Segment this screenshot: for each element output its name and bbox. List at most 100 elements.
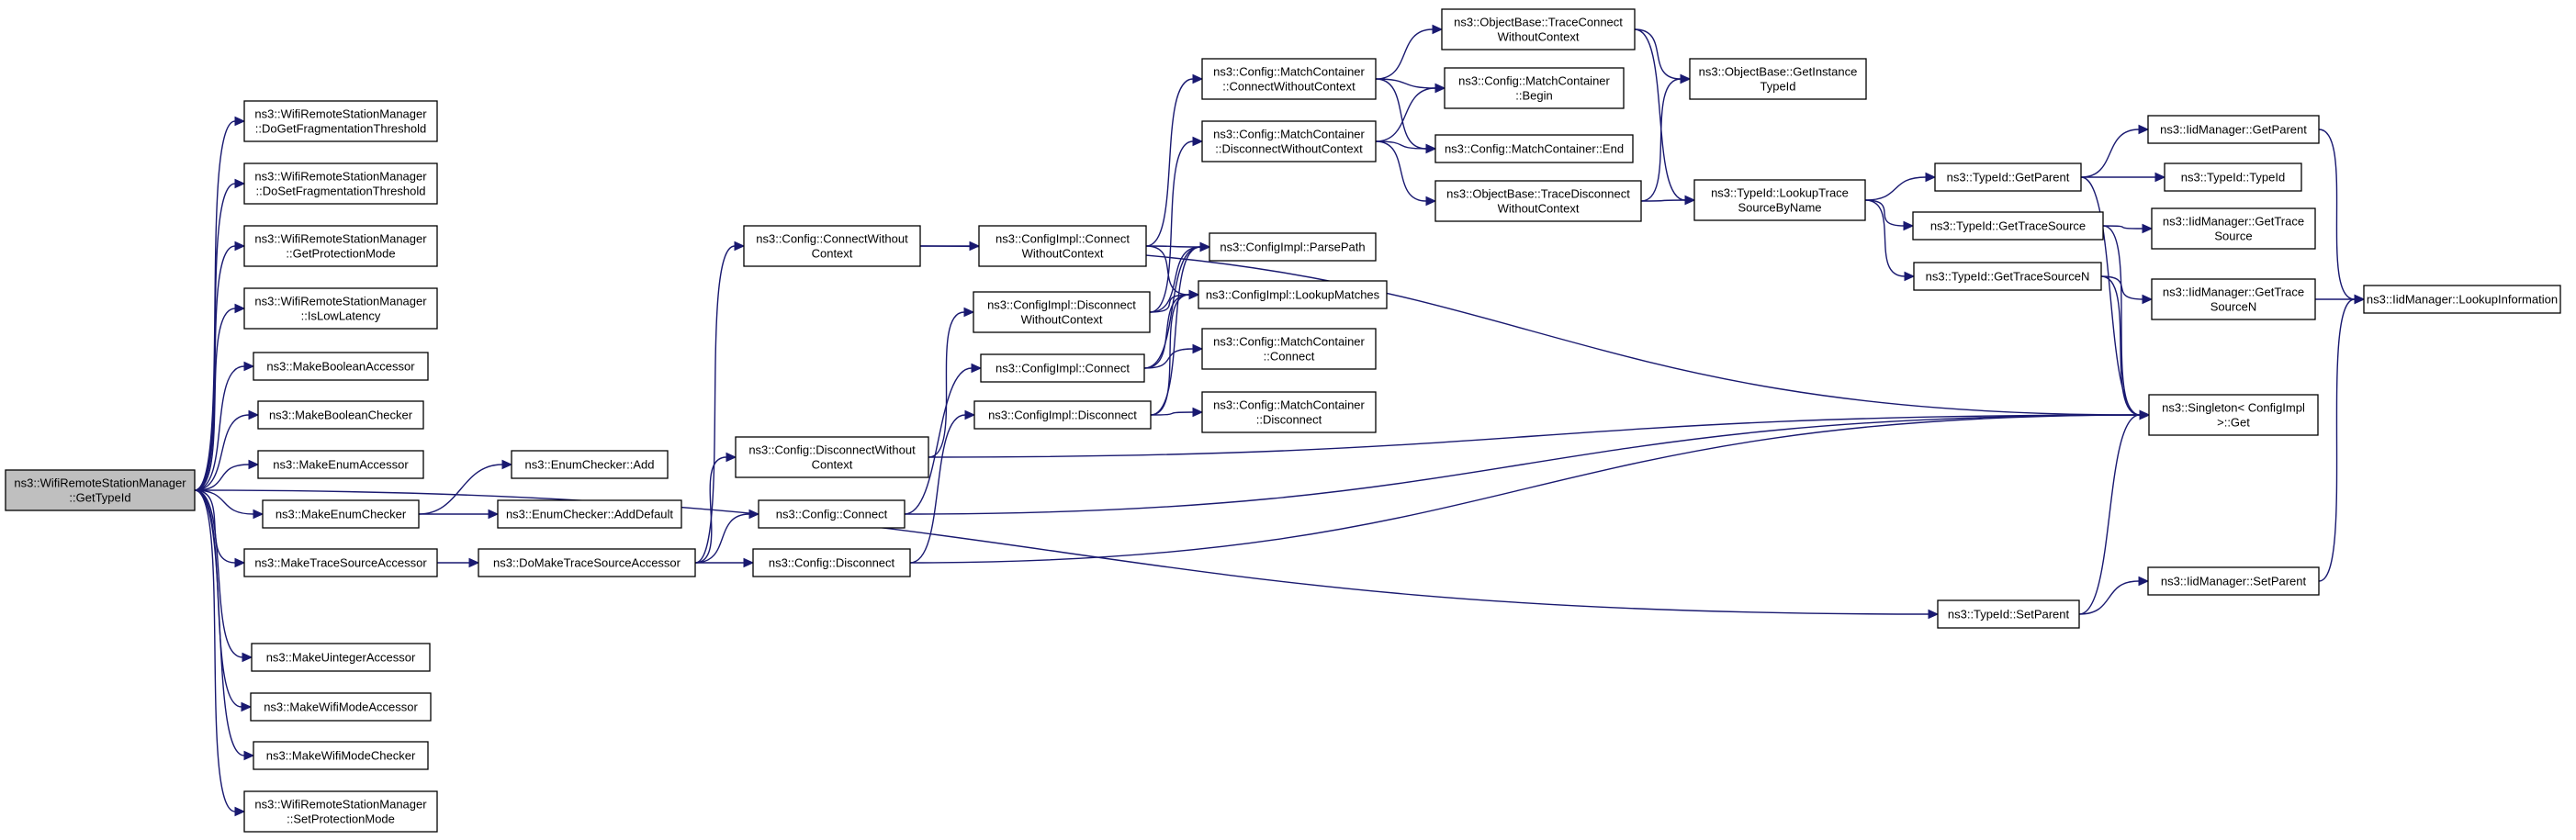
node-box	[1934, 162, 2082, 192]
node-cfgDisconnect[interactable]: ns3::Config::Disconnect	[752, 548, 911, 577]
node-label-line: ns3::Config::MatchContainer	[1213, 335, 1365, 349]
edge-implDisconnect-to-mcDisconnect	[1150, 407, 1204, 418]
node-mkBoolAcc[interactable]: ns3::MakeBooleanAccessor	[253, 352, 429, 381]
node-iidSetParent[interactable]: ns3::IidManager::SetParent	[2147, 566, 2320, 596]
node-tidGetParent[interactable]: ns3::TypeId::GetParent	[1934, 162, 2082, 192]
node-box	[973, 400, 1152, 430]
edge-cfgDisconnect-to-implDisconnect	[909, 409, 976, 564]
node-cfgConnWoCtx[interactable]: ns3::Config::ConnectWithoutContext	[743, 225, 921, 267]
node-tidGetTrace[interactable]: ns3::TypeId::GetTraceSource	[1912, 211, 2104, 241]
node-iidGetTrace[interactable]: ns3::IidManager::GetTraceSource	[2151, 207, 2316, 250]
node-box	[253, 741, 429, 770]
edge-implDiscWoCtx-to-mcDiscWoCtx	[1149, 136, 1204, 313]
node-singletonGet[interactable]: ns3::Singleton< ConfigImpl>::Get	[2148, 394, 2319, 436]
node-label-line: Context	[812, 247, 853, 261]
edge-mcDiscWoCtx-to-obTraceDisc	[1375, 140, 1437, 207]
node-tidGetTraceN[interactable]: ns3::TypeId::GetTraceSourceN	[1913, 262, 2102, 291]
node-label-line: ns3::MakeEnumAccessor	[273, 458, 409, 472]
node-mcDiscWoCtx[interactable]: ns3::Config::MatchContainer::DisconnectW…	[1201, 120, 1377, 162]
node-root[interactable]: ns3::WifiRemoteStationManager::GetTypeId	[5, 469, 196, 511]
node-mcConnWoCtx[interactable]: ns3::Config::MatchContainer::ConnectWith…	[1201, 58, 1377, 100]
node-cfgDiscWoCtx[interactable]: ns3::Config::DisconnectWithoutContext	[735, 436, 929, 478]
node-mcConnect[interactable]: ns3::Config::MatchContainer::Connect	[1201, 328, 1377, 370]
node-label-line: ns3::MakeWifiModeAccessor	[264, 700, 418, 714]
node-getProt[interactable]: ns3::WifiRemoteStationManager::GetProtec…	[243, 225, 438, 267]
node-mcDisconnect[interactable]: ns3::Config::MatchContainer::Disconnect	[1201, 391, 1377, 433]
node-mkWifiModeAcc[interactable]: ns3::MakeWifiModeAccessor	[250, 692, 432, 722]
node-setProt[interactable]: ns3::WifiRemoteStationManager::SetProtec…	[243, 790, 438, 833]
edge-tidLookup-to-tidGetTrace	[1864, 199, 1915, 231]
node-mkEnumChk[interactable]: ns3::MakeEnumChecker	[262, 499, 420, 529]
edge-tidGetParent-to-iidGetParent	[2080, 124, 2150, 178]
edge-tidGetParent-to-tidTypeId	[2081, 172, 2166, 183]
node-label-line: ns3::Config::MatchContainer::End	[1445, 142, 1624, 156]
node-box	[1689, 58, 1867, 100]
node-label-line: ns3::ConfigImpl::LookupMatches	[1206, 288, 1380, 302]
node-enumAdd[interactable]: ns3::EnumChecker::Add	[511, 450, 669, 479]
node-label-line: ::ConnectWithoutContext	[1222, 80, 1355, 94]
node-label-line: ns3::EnumChecker::AddDefault	[506, 508, 673, 521]
node-mkEnumAcc[interactable]: ns3::MakeEnumAccessor	[257, 450, 424, 479]
node-label-line: SourceByName	[1738, 201, 1821, 215]
node-label-line: ns3::Config::DisconnectWithout	[748, 443, 916, 457]
node-box	[1201, 58, 1377, 100]
node-label-line: ns3::Config::MatchContainer	[1213, 128, 1365, 141]
node-label-line: ::Connect	[1264, 350, 1315, 364]
edge-tidGetTraceN-to-iidGetTraceN	[2100, 275, 2154, 305]
node-box	[243, 225, 438, 267]
node-mkBoolChk[interactable]: ns3::MakeBooleanChecker	[257, 400, 424, 430]
node-implDiscWoCtx[interactable]: ns3::ConfigImpl::DisconnectWithoutContex…	[973, 291, 1151, 333]
edge-root-to-mkWifiModeChk	[194, 489, 255, 761]
node-box	[2148, 394, 2319, 436]
node-label-line: ::DoGetFragmentationThreshold	[255, 122, 426, 136]
node-lookupMatches[interactable]: ns3::ConfigImpl::LookupMatches	[1198, 280, 1388, 309]
node-iidLookupInfo[interactable]: ns3::IidManager::LookupInformation	[2363, 285, 2561, 314]
node-implConnWoCtx[interactable]: ns3::ConfigImpl::ConnectWithoutContext	[978, 225, 1147, 267]
node-label-line: ::IsLowLatency	[301, 309, 381, 323]
node-box	[497, 499, 682, 529]
node-label-line: ::DisconnectWithoutContext	[1215, 142, 1363, 156]
edge-root-to-tidSetParent	[194, 489, 1940, 620]
edge-root-to-mkEnumChk	[194, 489, 264, 520]
node-label-line: ns3::IidManager::GetParent	[2160, 123, 2307, 137]
node-obTraceDisc[interactable]: ns3::ObjectBase::TraceDisconnectWithoutC…	[1434, 180, 1642, 222]
edge-iidSetParent-to-iidLookupInfo	[2318, 294, 2366, 582]
node-box	[973, 291, 1151, 333]
node-tidTypeId[interactable]: ns3::TypeId::TypeId	[2164, 162, 2302, 192]
node-box	[752, 548, 911, 577]
node-parsePath[interactable]: ns3::ConfigImpl::ParsePath	[1209, 232, 1377, 262]
node-label-line: ns3::Config::MatchContainer	[1458, 74, 1610, 88]
node-mkWifiModeChk[interactable]: ns3::MakeWifiModeChecker	[253, 741, 429, 770]
node-label-line: WithoutContext	[1498, 30, 1580, 44]
node-tidSetParent[interactable]: ns3::TypeId::SetParent	[1937, 599, 2080, 629]
node-box	[1693, 179, 1866, 221]
node-mcEnd[interactable]: ns3::Config::MatchContainer::End	[1434, 134, 1634, 163]
node-iidGetTraceN[interactable]: ns3::IidManager::GetTraceSourceN	[2151, 278, 2316, 320]
node-label-line: ns3::TypeId::GetTraceSourceN	[1926, 270, 2090, 284]
node-implConnect[interactable]: ns3::ConfigImpl::Connect	[980, 353, 1145, 383]
node-implDisconnect[interactable]: ns3::ConfigImpl::Disconnect	[973, 400, 1152, 430]
node-label-line: ns3::ConfigImpl::ParsePath	[1220, 241, 1365, 254]
node-box	[2151, 278, 2316, 320]
node-mkUintAcc[interactable]: ns3::MakeUintegerAccessor	[251, 643, 431, 672]
node-doMkTrace[interactable]: ns3::DoMakeTraceSourceAccessor	[478, 548, 696, 577]
node-box	[1434, 180, 1642, 222]
node-isLowLat[interactable]: ns3::WifiRemoteStationManager::IsLowLate…	[243, 287, 438, 330]
node-label-line: ns3::IidManager::SetParent	[2161, 575, 2307, 588]
node-cfgConnect[interactable]: ns3::Config::Connect	[758, 499, 906, 529]
node-box	[251, 643, 431, 672]
node-label-line: ns3::TypeId::GetTraceSource	[1930, 219, 2086, 233]
node-label-line: ns3::ConfigImpl::Connect	[996, 232, 1130, 246]
node-mkTraceAcc[interactable]: ns3::MakeTraceSourceAccessor	[243, 548, 438, 577]
node-label-line: ns3::ConfigImpl::Connect	[996, 362, 1130, 375]
node-doSetFrag[interactable]: ns3::WifiRemoteStationManager::DoSetFrag…	[243, 162, 438, 205]
node-iidGetParent[interactable]: ns3::IidManager::GetParent	[2147, 115, 2320, 144]
node-mcBegin[interactable]: ns3::Config::MatchContainer::Begin	[1444, 67, 1625, 109]
node-obTraceConn[interactable]: ns3::ObjectBase::TraceConnectWithoutCont…	[1441, 8, 1636, 50]
edge-mcConnWoCtx-to-obTraceConn	[1375, 24, 1444, 80]
node-enumAddDef[interactable]: ns3::EnumChecker::AddDefault	[497, 499, 682, 529]
node-doGetFrag[interactable]: ns3::WifiRemoteStationManager::DoGetFrag…	[243, 100, 438, 142]
